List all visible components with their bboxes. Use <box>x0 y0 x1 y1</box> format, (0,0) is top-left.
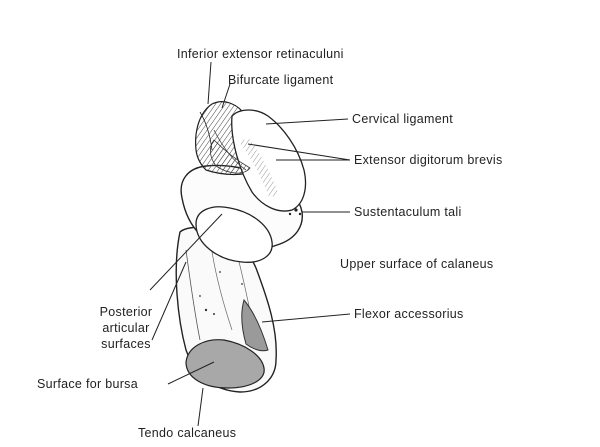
posterior-articular-line-2: articular <box>102 321 150 335</box>
label-inferior-extensor-retinaculum: Inferior extensor retinaculuni <box>177 47 344 61</box>
bursa-surface <box>185 339 265 389</box>
label-surface-for-bursa: Surface for bursa <box>37 377 138 391</box>
label-sustentaculum-tali: Sustentaculum tali <box>354 205 462 219</box>
label-upper-surface: Upper surface of calaneus <box>340 257 494 271</box>
label-cervical-ligament: Cervical ligament <box>352 112 453 126</box>
label-bifurcate-ligament: Bifurcate ligament <box>228 73 334 87</box>
posterior-articular-line-3: surfaces <box>101 337 151 351</box>
label-posterior-articular-surfaces: Posterior articular surfaces <box>86 304 166 352</box>
label-flexor-accessorius: Flexor accessorius <box>354 307 464 321</box>
label-tendo-calcaneus: Tendo calcaneus <box>138 426 237 440</box>
flexor-accessorius-area <box>241 298 269 352</box>
cervical-lobe <box>231 109 307 212</box>
extensor-digitorum-brevis-area <box>210 139 251 174</box>
label-extensor-digitorum-brevis: Extensor digitorum brevis <box>354 153 503 167</box>
posterior-articular-line-1: Posterior <box>99 305 153 319</box>
